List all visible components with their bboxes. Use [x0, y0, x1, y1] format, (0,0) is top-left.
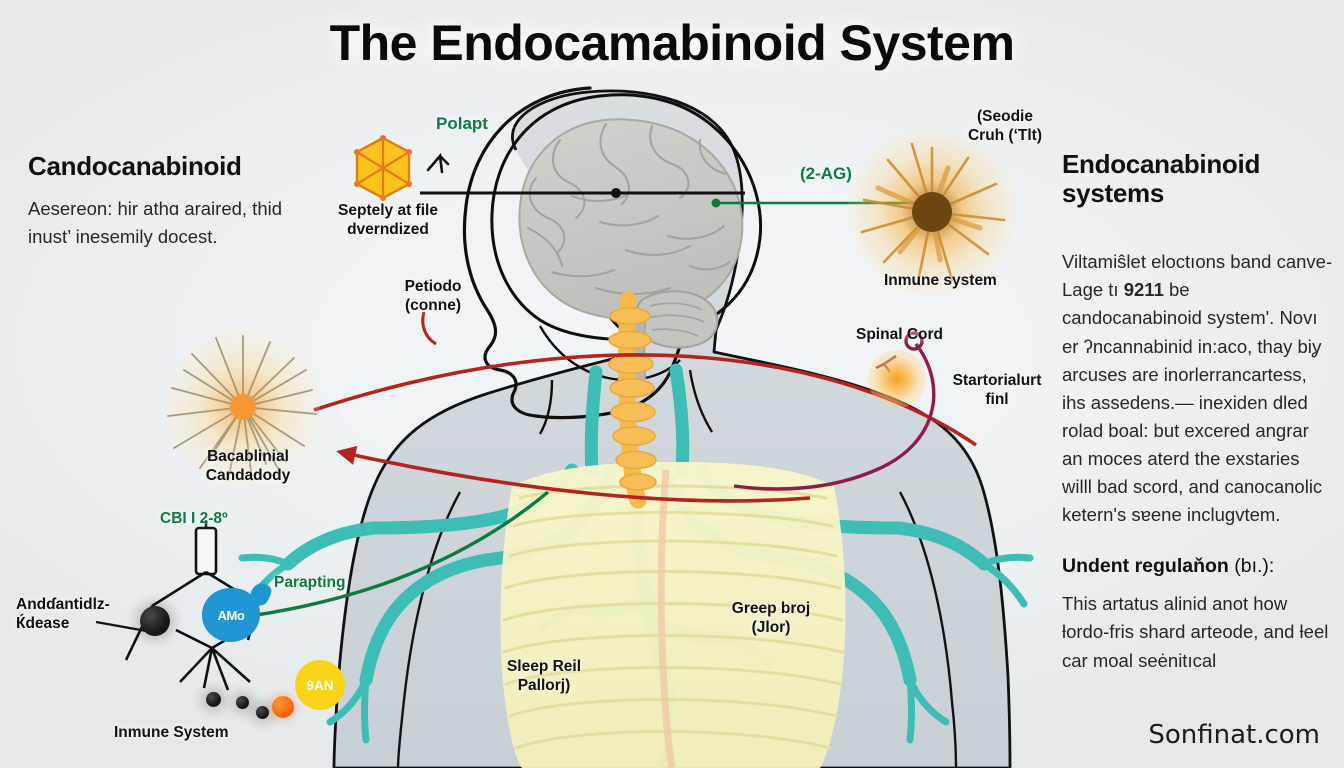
label-petiodo: Petiodo (conne)	[386, 278, 480, 316]
spinal-receptor-dot	[868, 350, 926, 408]
spacer	[1062, 222, 1334, 248]
label-parapting: Parapting	[274, 574, 346, 591]
startorialurt-line-1: Startorialurt	[952, 372, 1042, 389]
anandamide-line-2: Ќdease	[16, 614, 70, 632]
seodie-line-2: Cruh (ʻTlt)	[967, 126, 1043, 144]
right-column-heading: Endocanabinoid systems	[1062, 149, 1261, 209]
ligand-circle-9an: 9AN	[295, 660, 345, 710]
greep-line-1: Greep broj	[731, 600, 811, 617]
label-bacablinial-candadody: Bacablinial Candadody	[178, 448, 318, 486]
left-column-heading: Candocanabinoid	[28, 151, 242, 181]
active-ligand-dot	[272, 696, 294, 718]
cannabinoid-molecule-icon	[352, 134, 414, 202]
label-greep-broj: Greep broj (Jlor)	[712, 600, 830, 638]
bacablinial-line-2: Candadody	[205, 466, 291, 484]
right-text-column: Endocanabinoid systems Viltamiŝlet eloct…	[1062, 149, 1334, 675]
receptor-blob-amo: AMo	[202, 588, 260, 642]
paragraph-1-post: be candocanabinoid system'. Novı er ʔnca…	[1062, 279, 1323, 526]
molecule-caption-line-1: Septely at file	[338, 202, 438, 219]
label-sleep-reil: Sleep Reil Pallorj)	[480, 658, 608, 696]
greep-line-2: (Jlor)	[751, 618, 791, 636]
label-2ag: (2-AG)	[800, 164, 852, 183]
paragraph-1-highlight: 9211	[1123, 279, 1164, 301]
cannabinoid-burst	[166, 330, 320, 484]
bacablinial-line-1: Bacablinial	[207, 448, 289, 465]
molecule-dot-small-1	[206, 692, 221, 707]
label-immune-system-bottom: Inmune System	[114, 724, 229, 741]
anandamide-line-1: Andɗantidlz-	[16, 596, 110, 613]
label-spinal-cord: Spinal Cord	[856, 326, 943, 343]
spacer	[1062, 529, 1334, 555]
cb1-receptor-cluster: AMo 9AN	[90, 500, 380, 730]
label-anandamide-release: Andɗantidlz- Ќdease	[16, 596, 110, 634]
petiodo-line-2: (conne)	[405, 296, 461, 314]
left-column-body: Aesereon: hir athɑ araired, thid inust’ …	[28, 198, 283, 248]
immune-activation-burst	[848, 128, 1016, 296]
label-seodie-cruh: (Seodie Cruh (ʻTlt)	[940, 108, 1070, 146]
subheading-bold: Undent regulaňon	[1062, 555, 1229, 578]
sleep-line-1: Sleep Reil	[506, 658, 582, 675]
startorialurt-line-2: finl	[985, 390, 1009, 408]
left-text-column: Candocanabinoid Aesereon: hir athɑ arair…	[28, 151, 296, 251]
label-molecule-caption: Septely at file dverndized	[338, 202, 438, 240]
petiodo-line-1: Petiodo	[404, 278, 462, 295]
watermark: Sonfinat.com	[1148, 720, 1320, 750]
right-column-paragraph-1: Viltamiŝlet eloctıons band canve-Lage tı…	[1062, 248, 1334, 529]
label-cb1-receptor: CBI I 2-8º	[160, 510, 228, 527]
right-column-paragraph-2: This artatus alinid anot how ƚordo-fris …	[1062, 593, 1329, 671]
ribcage-illustration	[500, 462, 846, 768]
seodie-line-1: (Seodie	[977, 108, 1033, 125]
paragraph-1-pre: Viltamiŝlet eloctıons band canve-Lage tı	[1062, 251, 1333, 301]
molecule-caption-line-2: dverndized	[347, 220, 429, 238]
label-startorialurt: Startorialurt finl	[932, 372, 1062, 410]
uptick-arrow-icon	[426, 152, 450, 174]
anandamide-molecule-dot	[140, 606, 170, 636]
label-immune-system-top: Inmune system	[884, 272, 997, 289]
molecule-dot-small-3	[256, 706, 269, 719]
right-column-subheading: Undent regulaňon (bı.):	[1062, 555, 1334, 578]
subheading-suffix: (bı.):	[1228, 555, 1275, 578]
sleep-line-2: Pallorj)	[517, 676, 571, 694]
label-polapt: Polapt	[436, 114, 488, 133]
page-title: The Endocamabinoid System	[329, 15, 1015, 71]
molecule-dot-small-2	[236, 696, 249, 709]
